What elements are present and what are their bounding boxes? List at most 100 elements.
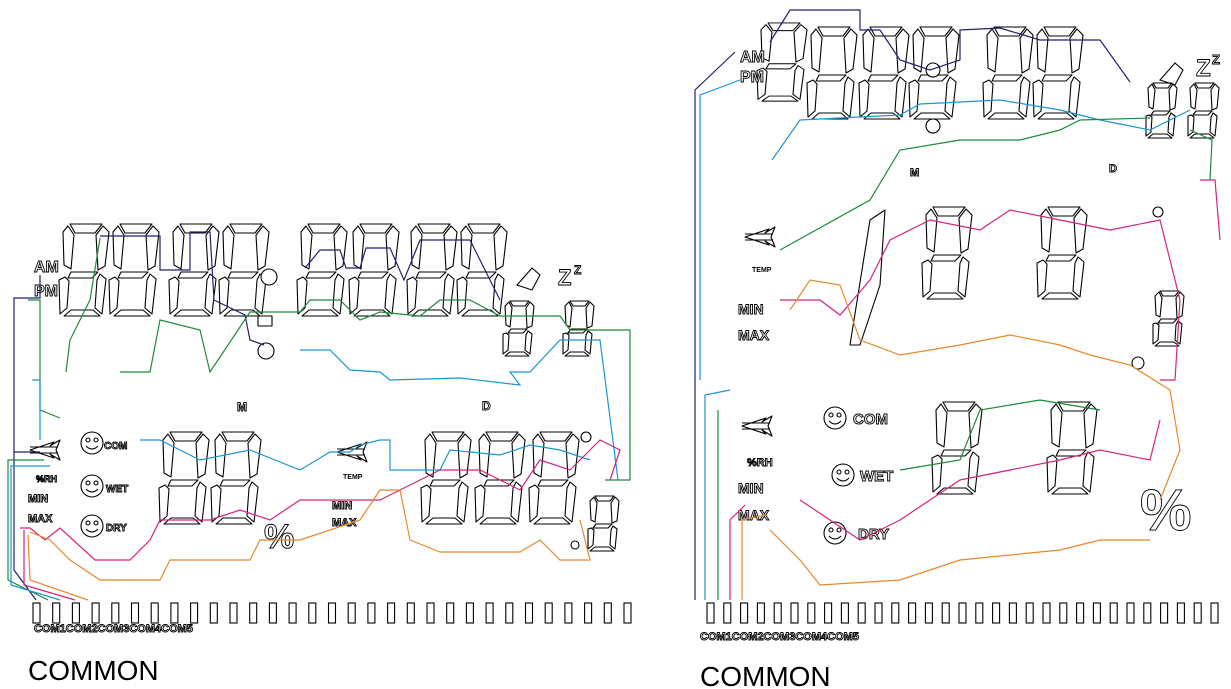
left-min-label: MIN (28, 493, 49, 506)
lcd-pin (308, 602, 317, 624)
lcd-pin (268, 602, 277, 624)
svg-text:Z: Z (558, 265, 571, 290)
lcd-pin (807, 602, 816, 624)
lcd-pin (1076, 602, 1085, 624)
svg-text:M: M (910, 167, 919, 179)
lcd-pin (958, 602, 967, 624)
left-am-label: AM (34, 259, 60, 277)
lcd-pin (723, 602, 732, 624)
lcd-pin (32, 602, 41, 624)
right-pm-label: PM (740, 69, 765, 87)
lcd-pin (740, 602, 749, 624)
svg-text:COM1COM2COM3COM4COM5: COM1COM2COM3COM4COM5 (700, 631, 859, 643)
right-wiring (694, 9, 1221, 600)
lcd-pin (249, 602, 258, 624)
lcd-pin (941, 602, 950, 624)
lcd-pin (170, 602, 179, 624)
lcd-pin (288, 602, 297, 624)
lcd-pin (1160, 602, 1169, 624)
svg-text:COM: COM (104, 441, 127, 452)
lcd-pin (190, 602, 199, 624)
right-month-label: M (910, 167, 920, 180)
right-max2-label: MAX (738, 507, 771, 524)
lcd-pin (564, 602, 573, 624)
lcd-pin (327, 602, 337, 624)
lcd-pin (924, 602, 933, 624)
lcd-pin (1126, 602, 1135, 624)
left-com-codes: COM1COM2COM3COM4COM5 (34, 623, 194, 636)
right-day-label: D (1109, 163, 1118, 176)
left-dry-smiley-icon (80, 514, 104, 538)
lcd-pin (1042, 602, 1051, 624)
svg-text:COM: COM (853, 411, 888, 428)
lcd-pin (52, 602, 61, 624)
lcd-pin (874, 602, 883, 624)
svg-text:MAX: MAX (738, 327, 770, 343)
left-wiring (7, 231, 631, 601)
right-min2-label: MIN (738, 480, 765, 497)
lcd-pin (1193, 602, 1202, 624)
right-trend-arrows-icon (741, 415, 773, 437)
right-common-label: COMMON (700, 661, 831, 689)
left-common-label: COMMON (28, 655, 159, 686)
right-am-label: AM (740, 49, 766, 67)
lcd-pin (790, 602, 799, 624)
left-seconds-digits (502, 300, 595, 357)
lcd-pin (111, 602, 120, 624)
svg-text:COM1COM2COM3COM4COM5: COM1COM2COM3COM4COM5 (34, 623, 193, 635)
right-zz-sleep-icon: Z Z (1159, 52, 1220, 86)
lcd-pin (406, 602, 415, 624)
lcd-pin (773, 602, 782, 624)
right-dry-smiley-icon (823, 521, 847, 545)
lcd-pin (908, 602, 917, 624)
lcd-pin (1092, 602, 1101, 624)
right-com-label: COM (853, 411, 889, 429)
lcd-pin (130, 602, 140, 624)
left-com-label: COM (104, 441, 128, 453)
svg-text:%: % (1140, 478, 1192, 543)
lcd-pin (524, 602, 534, 624)
svg-text:MIN: MIN (28, 493, 48, 505)
lcd-pin (706, 602, 715, 624)
left-zz-sleep-icon: Z Z (516, 263, 582, 291)
svg-text:WET: WET (860, 468, 893, 485)
left-rh-label: %RH (36, 474, 58, 485)
right-temp-label: TEMP (752, 267, 772, 274)
lcd-pin (857, 602, 866, 624)
right-wet-smiley-icon (831, 463, 855, 487)
lcd-pin (975, 602, 984, 624)
left-trend-arrows-icon (29, 439, 61, 461)
left-wet-smiley-icon (80, 474, 104, 498)
svg-text:TEMP: TEMP (343, 474, 363, 481)
left-min2-label: MIN (332, 500, 353, 513)
svg-text:AM: AM (34, 259, 59, 276)
right-seconds-digits (1145, 82, 1220, 139)
left-pin-row (32, 602, 632, 624)
left-day-label: D (482, 399, 492, 414)
svg-text:D: D (482, 399, 491, 413)
lcd-pin (446, 602, 455, 624)
left-wet-label: WET (106, 484, 129, 496)
left-max2-label: MAX (332, 517, 358, 530)
svg-text:AM: AM (740, 49, 765, 66)
lcd-pin (1210, 602, 1219, 624)
lcd-pin (505, 602, 514, 624)
lcd-pin (91, 602, 100, 624)
svg-text:M: M (237, 400, 247, 414)
right-temp-digits (849, 206, 1185, 370)
right-dry-label: DRY (858, 526, 890, 544)
svg-text:MIN: MIN (738, 480, 764, 496)
lcd-pin (1008, 602, 1017, 624)
right-lcd-panel: Z Z AM PM M D TEMP MIN MAX COM WET DRY %… (694, 9, 1221, 689)
lcd-pin (891, 602, 900, 624)
svg-text:MAX: MAX (28, 513, 53, 525)
right-wet-label: WET (860, 468, 894, 486)
left-percent-label: % (264, 518, 295, 557)
svg-text:DRY: DRY (858, 526, 889, 543)
svg-text:D: D (1109, 163, 1117, 175)
right-max-label: MAX (738, 327, 771, 344)
left-month-label: M (237, 400, 248, 415)
lcd-pin (840, 602, 849, 624)
lcd-pin (387, 602, 396, 624)
right-temp-arrows-icon (744, 226, 776, 248)
